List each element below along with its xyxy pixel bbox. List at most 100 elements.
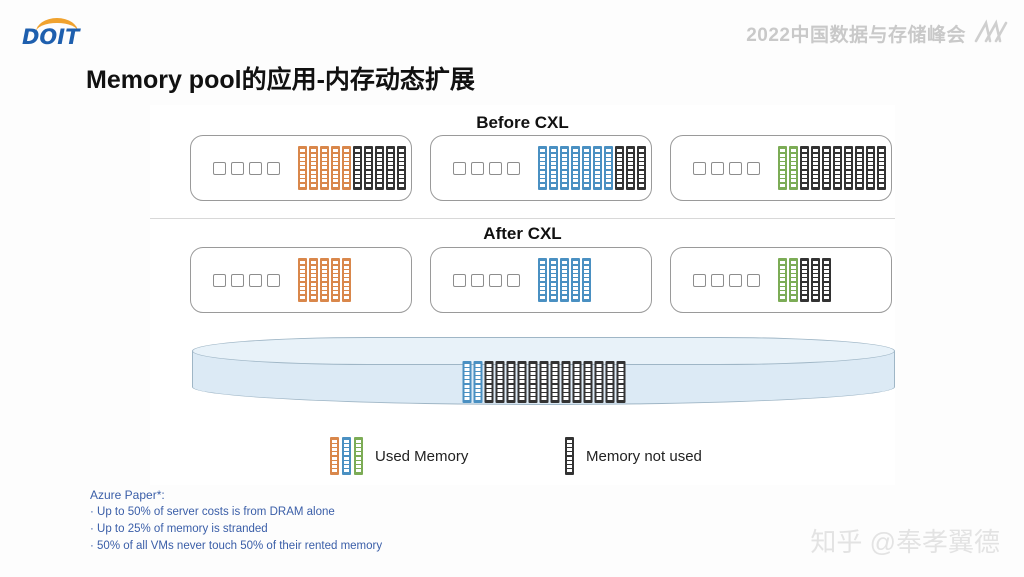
dimm-chip	[540, 175, 545, 179]
dimm-module-dark	[877, 146, 886, 190]
dimm-chip	[824, 269, 829, 273]
dimm-chip	[332, 464, 337, 468]
dimm-chip	[563, 392, 568, 396]
dimm-chip	[497, 396, 502, 400]
server-box-after-2[interactable]	[430, 247, 652, 313]
dimm-chip	[540, 183, 545, 187]
server-box-before-2[interactable]	[430, 135, 652, 201]
dimm-chip	[300, 278, 305, 282]
dimm-module-blue	[549, 146, 558, 190]
server-box-before-3[interactable]	[670, 135, 892, 201]
dimm-chip	[868, 149, 873, 153]
dimm-chip	[607, 376, 612, 380]
dimm-chip	[868, 175, 873, 179]
dimm-chip	[508, 380, 513, 384]
dimm-chip	[464, 364, 469, 368]
dimm-chip	[802, 295, 807, 299]
dimm-module-dark	[800, 146, 809, 190]
dimm-chip	[824, 274, 829, 278]
dimm-chip	[344, 261, 349, 265]
dimm-group	[298, 258, 351, 302]
dimm-chip	[562, 269, 567, 273]
dimm-chip	[617, 179, 622, 183]
server-box-after-3[interactable]	[670, 247, 892, 313]
dimm-chip	[857, 170, 862, 174]
dimm-chip	[802, 282, 807, 286]
server-box-after-1[interactable]	[190, 247, 412, 313]
dimm-chip	[780, 291, 785, 295]
dimm-chip	[332, 460, 337, 464]
dimm-chip	[835, 183, 840, 187]
dimm-chip	[322, 282, 327, 286]
dimm-chip	[551, 295, 556, 299]
dimm-chip	[802, 157, 807, 161]
dimm-chip	[366, 183, 371, 187]
dimm-chip	[606, 162, 611, 166]
dimm-chip	[574, 376, 579, 380]
dimm-chip	[584, 295, 589, 299]
dimm-chip	[551, 278, 556, 282]
dimm-chip	[356, 460, 361, 464]
dimm-module-dark	[506, 361, 515, 403]
dimm-chip	[356, 456, 361, 460]
dimm-chip	[519, 376, 524, 380]
dimm-chip	[333, 274, 338, 278]
dimm-chip	[344, 153, 349, 157]
dimm-chip	[311, 261, 316, 265]
dimm-chip	[332, 452, 337, 456]
dimm-chip	[322, 291, 327, 295]
dimm-chip	[639, 153, 644, 157]
dimm-chip	[508, 372, 513, 376]
dimm-chip	[868, 179, 873, 183]
dimm-module-blue	[549, 258, 558, 302]
dimm-chip	[802, 162, 807, 166]
dimm-module-dark	[517, 361, 526, 403]
dimm-chip	[584, 265, 589, 269]
dimm-chip	[562, 175, 567, 179]
dimm-chip	[311, 170, 316, 174]
dimm-chip	[541, 384, 546, 388]
dimm-chip	[584, 287, 589, 291]
dimm-chip	[857, 183, 862, 187]
dimm-module-dark	[822, 258, 831, 302]
dimm-chip	[617, 153, 622, 157]
dimm-chip	[344, 170, 349, 174]
dimm-chip	[552, 396, 557, 400]
dimm-chip	[813, 162, 818, 166]
dimm-chip	[322, 274, 327, 278]
dimm-chip	[835, 166, 840, 170]
dimm-chip	[835, 153, 840, 157]
dimm-chip	[399, 162, 404, 166]
dimm-chip	[562, 149, 567, 153]
dimm-chip	[780, 157, 785, 161]
dimm-chip	[355, 149, 360, 153]
dimm-chip	[846, 153, 851, 157]
dimm-group	[538, 258, 591, 302]
dimm-chip	[300, 153, 305, 157]
dimm-chip	[344, 448, 349, 452]
dimm-chip	[322, 179, 327, 183]
dimm-chip	[596, 368, 601, 372]
dimm-chip	[563, 396, 568, 400]
dimm-chip	[824, 162, 829, 166]
dimm-chip	[780, 170, 785, 174]
dimm-chip	[300, 166, 305, 170]
dimm-module-orange	[309, 258, 318, 302]
dimm-chip	[508, 384, 513, 388]
dimm-chip	[541, 364, 546, 368]
dimm-chip	[311, 153, 316, 157]
dimm-chip	[399, 183, 404, 187]
dimm-chip	[595, 166, 600, 170]
dimm-module-orange	[342, 258, 351, 302]
dimm-chip	[399, 170, 404, 174]
dimm-chip	[519, 396, 524, 400]
dimm-chip	[584, 179, 589, 183]
dimm-chip	[813, 153, 818, 157]
server-box-before-1[interactable]	[190, 135, 412, 201]
dimm-chip	[344, 295, 349, 299]
dimm-chip	[497, 372, 502, 376]
dimm-chip	[551, 149, 556, 153]
dimm-chip	[846, 157, 851, 161]
dimm-chip	[595, 179, 600, 183]
dimm-chip	[530, 384, 535, 388]
